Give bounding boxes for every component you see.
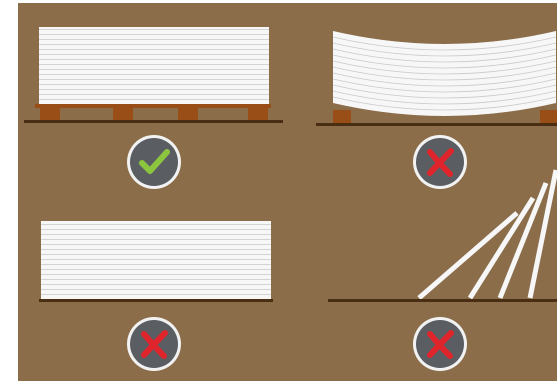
end-support-block [333, 110, 351, 123]
pallet-deck [35, 104, 271, 108]
pallet-block [40, 108, 60, 120]
board-stack [41, 221, 271, 299]
pallet-block [178, 108, 198, 120]
pallet-block [248, 108, 268, 120]
check-badge [127, 135, 181, 189]
end-support-block [540, 110, 557, 123]
floor-line [39, 299, 273, 302]
floor-line [328, 299, 557, 302]
floor-line [24, 120, 283, 123]
floor-line [316, 123, 557, 126]
cross-badge [413, 135, 467, 189]
pallet-block [113, 108, 133, 120]
cross-badge [127, 317, 181, 371]
board-stack [39, 27, 269, 105]
cross-badge [413, 317, 467, 371]
